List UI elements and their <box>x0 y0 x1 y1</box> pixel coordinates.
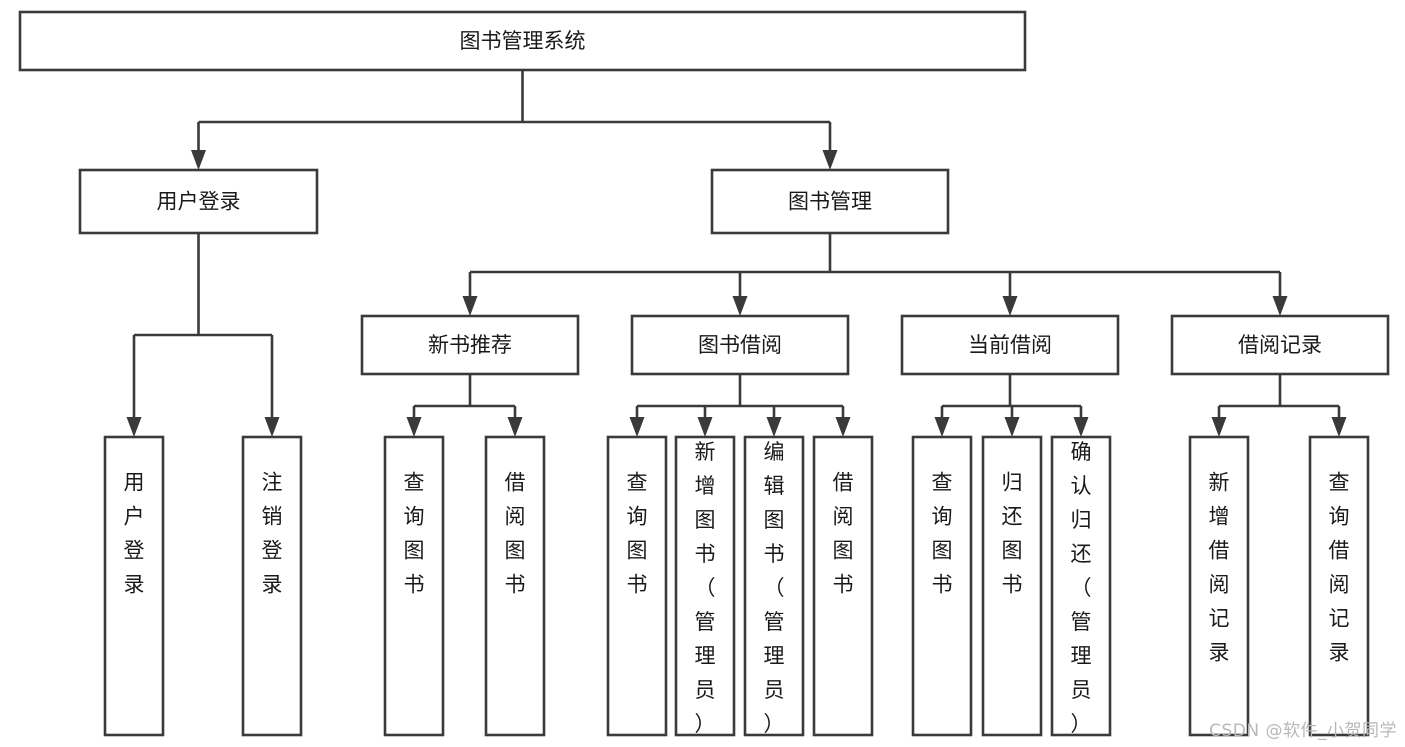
node-box-leaf-record-add[interactable] <box>1188 435 1250 737</box>
node-box-leaf-user-logout[interactable] <box>241 435 303 737</box>
csdn-watermark: CSDN @软件_小贺同学 <box>1209 721 1397 741</box>
node-label-leaf-rec-query: 查询图书 <box>404 470 425 596</box>
node-leaf-record-add[interactable]: 新增借阅记录 <box>1188 435 1250 737</box>
edge-group-borrow-record <box>1211 374 1347 437</box>
arrow-head-icon <box>1002 296 1018 316</box>
node-box-leaf-current-query[interactable] <box>911 435 973 737</box>
arrow-head-icon <box>697 417 713 437</box>
node-label-current-borrow: 当前借阅 <box>968 333 1052 357</box>
node-label-leaf-borrow-lend: 借阅图书 <box>833 470 854 596</box>
node-leaf-rec-borrow[interactable]: 借阅图书 <box>484 435 546 737</box>
arrow-head-icon <box>629 417 645 437</box>
node-root[interactable]: 图书管理系统 <box>18 10 1027 72</box>
node-box-leaf-borrow-add[interactable] <box>674 435 736 737</box>
node-label-leaf-borrow-add: 新增图书（管理员） <box>695 440 716 736</box>
edge-group-current-borrow <box>934 374 1089 437</box>
arrow-head-icon <box>934 417 950 437</box>
node-label-root: 图书管理系统 <box>460 29 586 53</box>
node-label-leaf-user-logout: 注销登录 <box>262 470 283 596</box>
edge-group-new-book-rec <box>406 374 523 437</box>
node-box-current-borrow[interactable] <box>900 314 1120 376</box>
arrow-head-icon <box>1073 417 1089 437</box>
node-leaf-current-query[interactable]: 查询图书 <box>911 435 973 737</box>
node-leaf-user-login[interactable]: 用户登录 <box>103 435 165 737</box>
node-label-book-manage: 图书管理 <box>788 190 872 214</box>
node-label-borrow-record: 借阅记录 <box>1238 333 1322 357</box>
arrow-head-icon <box>822 150 838 170</box>
node-leaf-user-logout[interactable]: 注销登录 <box>241 435 303 737</box>
node-box-leaf-borrow-query[interactable] <box>606 435 668 737</box>
edge-group-book-borrow <box>629 374 851 437</box>
node-box-root[interactable] <box>18 10 1027 72</box>
node-label-leaf-current-query: 查询图书 <box>932 470 953 596</box>
arrow-head-icon <box>1331 417 1347 437</box>
arrow-head-icon <box>766 417 782 437</box>
arrow-head-icon <box>1004 417 1020 437</box>
node-box-book-manage[interactable] <box>710 168 950 235</box>
arrow-head-icon <box>507 417 523 437</box>
arrow-head-icon <box>406 417 422 437</box>
node-box-leaf-current-return[interactable] <box>981 435 1043 737</box>
node-box-leaf-current-confirm[interactable] <box>1050 435 1112 737</box>
connector-layer <box>126 70 1347 437</box>
node-leaf-borrow-add[interactable]: 新增图书（管理员） <box>674 435 736 737</box>
arrow-head-icon <box>462 296 478 316</box>
node-label-leaf-borrow-edit: 编辑图书（管理员） <box>764 440 785 736</box>
node-current-borrow[interactable]: 当前借阅 <box>900 314 1120 376</box>
node-label-new-book-rec: 新书推荐 <box>428 333 512 357</box>
node-label-leaf-record-add: 新增借阅记录 <box>1209 470 1230 664</box>
node-box-new-book-rec[interactable] <box>360 314 580 376</box>
node-label-leaf-current-return: 归还图书 <box>1002 470 1023 596</box>
node-label-book-borrow: 图书借阅 <box>698 333 782 357</box>
arrow-head-icon <box>732 296 748 316</box>
node-box-leaf-record-query[interactable] <box>1308 435 1370 737</box>
node-box-borrow-record[interactable] <box>1170 314 1390 376</box>
node-layer: 图书管理系统用户登录图书管理新书推荐图书借阅当前借阅借阅记录用户登录注销登录查询… <box>18 10 1390 737</box>
node-leaf-borrow-edit[interactable]: 编辑图书（管理员） <box>743 435 805 737</box>
node-box-leaf-borrow-lend[interactable] <box>812 435 874 737</box>
arrow-head-icon <box>126 417 142 437</box>
node-leaf-current-confirm[interactable]: 确认归还（管理员） <box>1050 435 1112 737</box>
node-borrow-record[interactable]: 借阅记录 <box>1170 314 1390 376</box>
node-box-book-borrow[interactable] <box>630 314 850 376</box>
node-user-login[interactable]: 用户登录 <box>78 168 319 235</box>
arrow-head-icon <box>191 150 206 170</box>
arrow-head-icon <box>1211 417 1227 437</box>
node-book-manage[interactable]: 图书管理 <box>710 168 950 235</box>
node-box-leaf-rec-borrow[interactable] <box>484 435 546 737</box>
node-box-user-login[interactable] <box>78 168 319 235</box>
node-book-borrow[interactable]: 图书借阅 <box>630 314 850 376</box>
node-leaf-borrow-lend[interactable]: 借阅图书 <box>812 435 874 737</box>
node-box-leaf-rec-query[interactable] <box>383 435 445 737</box>
node-label-leaf-record-query: 查询借阅记录 <box>1329 470 1350 664</box>
arrow-head-icon <box>1272 296 1288 316</box>
arrow-head-icon <box>835 417 851 437</box>
node-label-leaf-current-confirm: 确认归还（管理员） <box>1071 440 1092 736</box>
node-leaf-rec-query[interactable]: 查询图书 <box>383 435 445 737</box>
node-leaf-borrow-query[interactable]: 查询图书 <box>606 435 668 737</box>
node-label-user-login: 用户登录 <box>157 190 241 214</box>
node-label-leaf-user-login: 用户登录 <box>124 470 145 596</box>
edge-group-book-manage <box>462 233 1288 316</box>
arrow-head-icon <box>264 417 280 437</box>
edge-group-root <box>191 70 838 170</box>
node-new-book-rec[interactable]: 新书推荐 <box>360 314 580 376</box>
node-box-leaf-borrow-edit[interactable] <box>743 435 805 737</box>
node-leaf-current-return[interactable]: 归还图书 <box>981 435 1043 737</box>
node-box-leaf-user-login[interactable] <box>103 435 165 737</box>
node-label-leaf-borrow-query: 查询图书 <box>627 470 648 596</box>
node-leaf-record-query[interactable]: 查询借阅记录 <box>1308 435 1370 737</box>
node-label-leaf-rec-borrow: 借阅图书 <box>505 470 526 596</box>
edge-group-user-login <box>126 233 280 437</box>
